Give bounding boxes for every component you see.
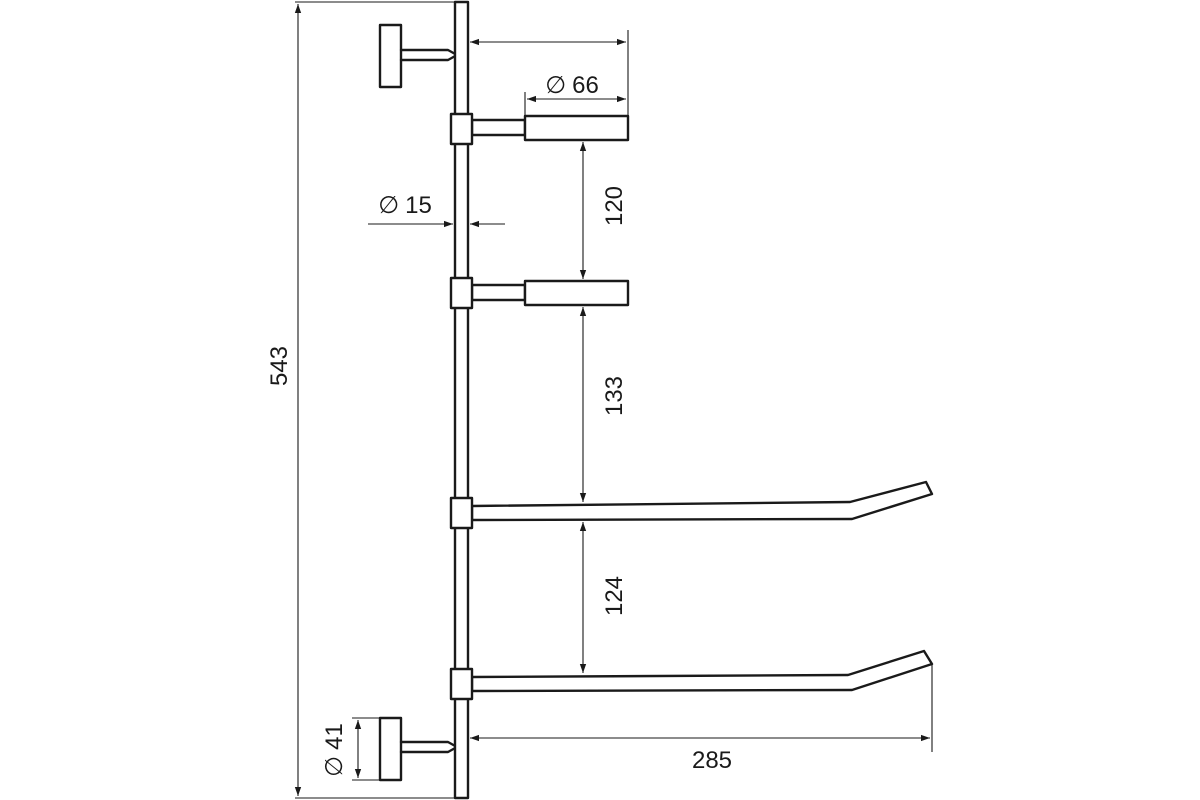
dim-arm-projection: 285 [470, 664, 933, 774]
dim-mount-diameter: ∅ 41 [321, 717, 380, 781]
arm-short-2 [470, 279, 630, 307]
diameter-symbol-15: ∅ [378, 192, 399, 219]
arm-short-1 [470, 114, 630, 142]
hinge-collar-4 [449, 667, 474, 701]
dim-top-projection [470, 30, 629, 116]
dim-bar-diameter: ∅15 [368, 192, 505, 228]
dim-label-arm-diameter: 66 [572, 72, 599, 99]
hinge-collar-2 [449, 276, 474, 310]
dim-label-mount-diameter: 41 [321, 723, 348, 750]
dim-label-bar-diameter: 15 [405, 192, 432, 219]
dim-spacing-top: 120 [579, 142, 628, 279]
hinge-collar-1 [449, 112, 474, 146]
diameter-symbol-66: ∅ [545, 72, 566, 99]
dim-label-spacing-middle: 133 [601, 376, 628, 416]
dim-arm-diameter: ∅66 [524, 72, 626, 116]
bottom-wall-mount [378, 716, 459, 782]
dim-spacing-middle: 133 [579, 307, 628, 502]
dim-label-total-height: 543 [266, 346, 293, 386]
dim-label-arm-projection: 285 [692, 747, 732, 774]
vertical-bar [453, 0, 470, 800]
arm-long-1 [470, 480, 934, 522]
top-wall-mount [378, 23, 459, 89]
dim-spacing-bottom: 124 [579, 522, 628, 673]
svg-text:∅66: ∅66 [545, 72, 599, 99]
hinge-collar-3 [449, 496, 474, 530]
dim-label-spacing-top: 120 [601, 186, 628, 226]
diameter-symbol-41: ∅ [321, 756, 348, 777]
svg-text:∅15: ∅15 [378, 192, 432, 219]
svg-text:∅41: ∅ 41 [321, 723, 348, 777]
dim-label-spacing-bottom: 124 [601, 576, 628, 616]
arm-long-2 [470, 649, 934, 693]
dim-total-height: 543 [266, 1, 455, 799]
